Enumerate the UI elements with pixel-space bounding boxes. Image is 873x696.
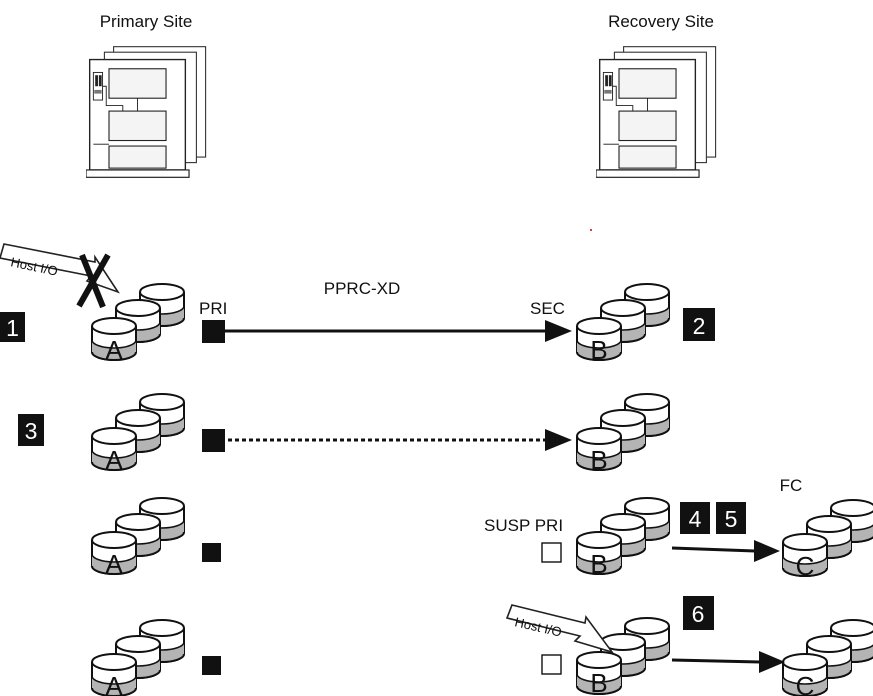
volume-c-label: C xyxy=(796,551,815,581)
pri-port-square xyxy=(202,320,225,343)
flashcopy-link xyxy=(671,658,761,664)
pprc-arrowhead xyxy=(545,429,572,451)
svg-text:5: 5 xyxy=(725,506,738,532)
step-badge-3: 3 xyxy=(18,414,44,446)
volume-a-label: A xyxy=(105,671,123,696)
svg-text:2: 2 xyxy=(693,313,706,339)
volume-group-b-4: B xyxy=(576,497,670,579)
fc-label: FC xyxy=(780,476,803,495)
pri-port-square xyxy=(202,429,225,452)
volume-group-a-4: A xyxy=(91,497,185,579)
recovery-site-title: Recovery Site xyxy=(608,12,714,31)
volume-a-label: A xyxy=(105,335,123,365)
volume-group-a-5: A xyxy=(91,619,185,696)
volume-group-b-1: B xyxy=(576,283,670,365)
volume-group-b-3: B xyxy=(576,393,670,475)
volume-group-a-3: A xyxy=(91,393,185,475)
volume-b-label: B xyxy=(590,335,607,365)
susp-pri-label: SUSP PRI xyxy=(484,516,563,535)
pprc-arrowhead xyxy=(545,320,572,342)
step-badge-2: 2 xyxy=(683,308,715,341)
pri-label: PRI xyxy=(199,299,227,318)
step-badge-5: 5 xyxy=(716,502,746,534)
pri-port-square xyxy=(202,543,221,562)
volume-b-label: B xyxy=(590,668,607,696)
flashcopy-arrowhead xyxy=(754,540,780,562)
suspended-port-square xyxy=(541,654,562,675)
host-io-arrow-blocked: Host I/O xyxy=(0,243,120,309)
blocked-x-icon-stroke xyxy=(76,253,111,308)
sec-label: SEC xyxy=(530,299,565,318)
svg-text:3: 3 xyxy=(25,418,38,444)
volume-b-label: B xyxy=(590,549,607,579)
volume-group-c-5: C xyxy=(782,619,873,696)
primary-mainframe-icon xyxy=(86,45,207,179)
host-io-arrow: Host I/O xyxy=(505,604,615,654)
step-badge-6: 6 xyxy=(683,596,714,630)
volume-a-label: A xyxy=(105,445,123,475)
suspended-port-square xyxy=(541,542,562,563)
flashcopy-link xyxy=(671,546,756,553)
volume-b-label: B xyxy=(590,445,607,475)
step-badge-1: 1 xyxy=(0,312,25,342)
volume-group-b-5: B xyxy=(576,617,670,696)
svg-text:4: 4 xyxy=(689,506,702,532)
volume-c-label: C xyxy=(796,671,815,696)
volume-group-a-1: A xyxy=(91,283,185,365)
recovery-mainframe-icon xyxy=(596,45,717,179)
step-badge-4: 4 xyxy=(680,502,710,534)
flashcopy-arrowhead xyxy=(759,651,785,673)
volume-a-label: A xyxy=(105,549,123,579)
primary-site-title: Primary Site xyxy=(100,12,193,31)
volume-group-c-4: C xyxy=(782,499,873,581)
pri-port-square xyxy=(202,656,221,675)
pprc-xd-label: PPRC-XD xyxy=(324,279,401,298)
svg-text:1: 1 xyxy=(6,315,19,341)
svg-text:6: 6 xyxy=(692,601,705,627)
stray-dot xyxy=(590,229,592,231)
